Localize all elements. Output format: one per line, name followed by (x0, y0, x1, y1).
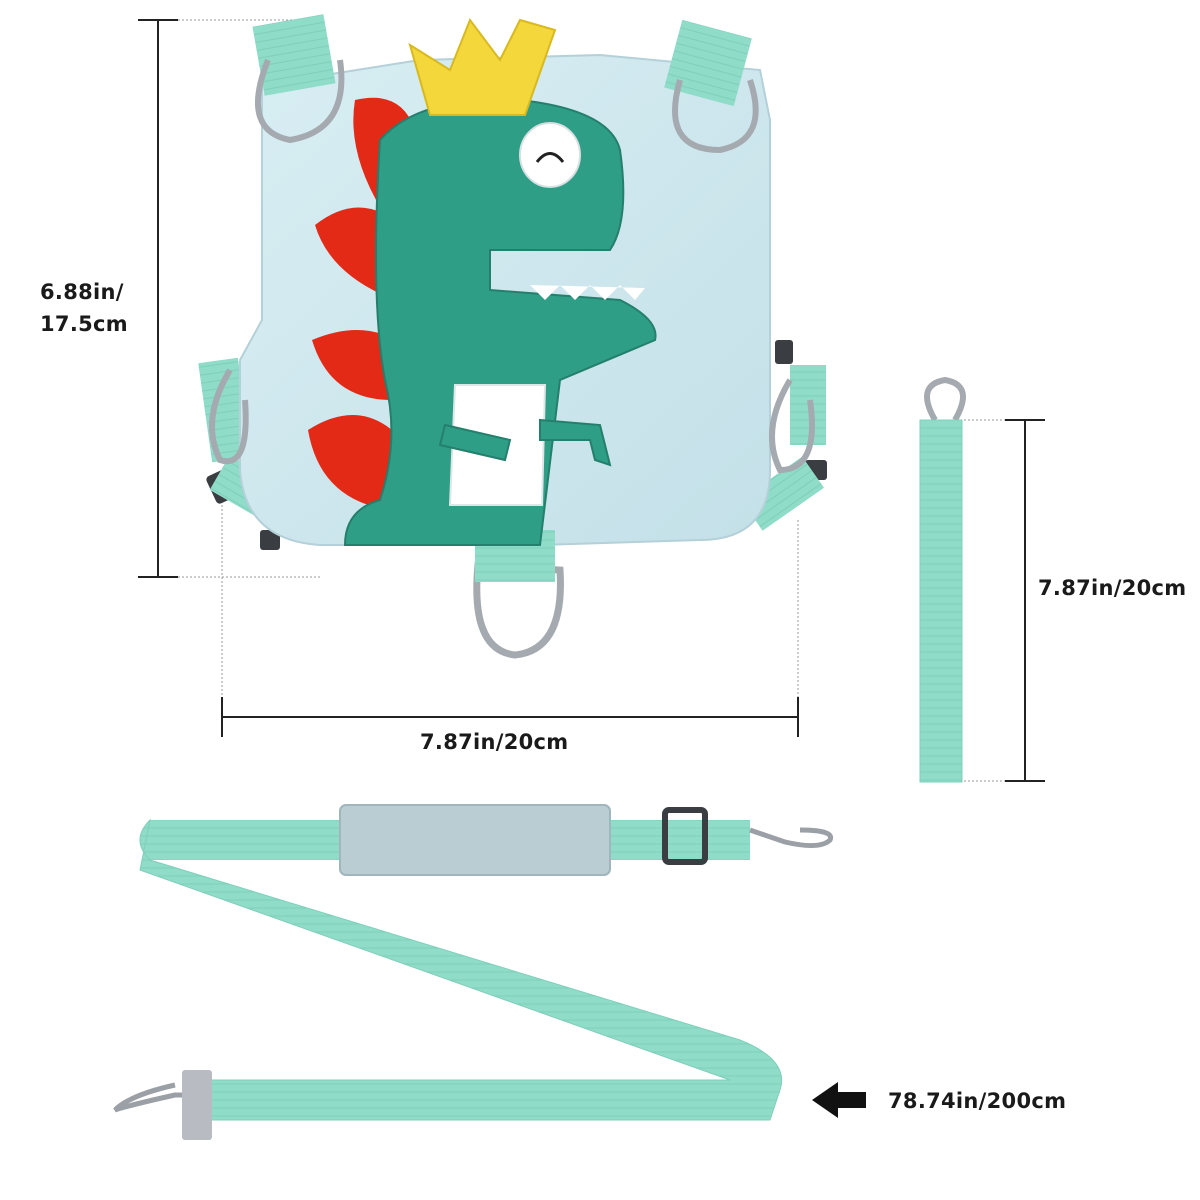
vest-height-label-cm: 17.5cm (40, 312, 128, 336)
leash-length-label: 78.74in/200cm (888, 1089, 1067, 1113)
vest-width-dimension (221, 505, 799, 737)
vest-width-label: 7.87in/20cm (420, 730, 569, 754)
dino-vest (198, 14, 827, 659)
handle-length-label: 7.87in/20cm (1038, 576, 1187, 600)
arrow-left-icon (812, 1082, 866, 1118)
vest-height-label-in: 6.88in/ (40, 280, 124, 304)
leash-strap (113, 804, 834, 1140)
vest-height-dimension (138, 19, 320, 578)
hand-loop-strap (919, 376, 966, 783)
handle-length-dimension (960, 419, 1045, 782)
